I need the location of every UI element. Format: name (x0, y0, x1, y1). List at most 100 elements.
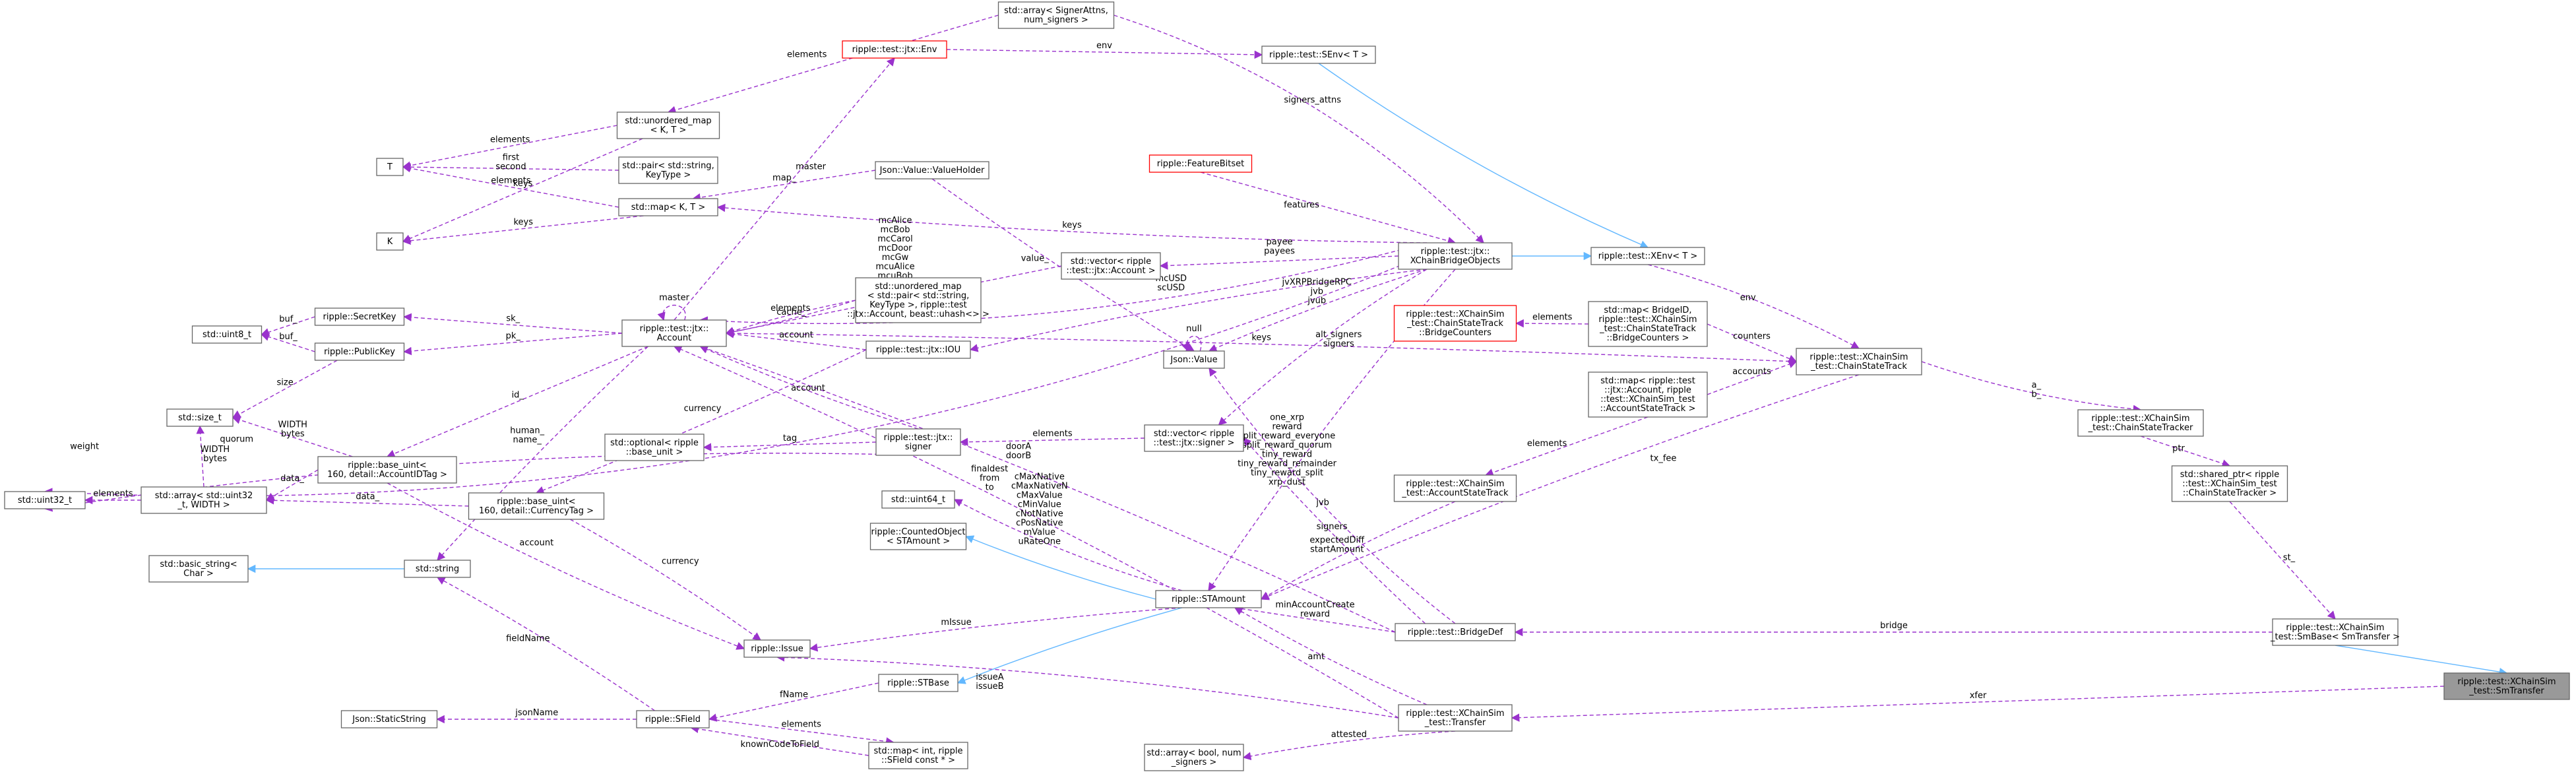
node-bridge-def[interactable]: ripple::test::BridgeDef (1395, 623, 1516, 641)
node-box (1393, 305, 1517, 342)
node-label: _test::AccountStateTrack (1401, 488, 1509, 498)
node-label: ::ChainStateTracker > (2183, 488, 2277, 498)
edge-label-keys-k1: keys (513, 179, 533, 189)
node-xchain-sim-transfer-struct[interactable]: ripple::test::XChainSim_test::Transfer (1398, 704, 1513, 732)
node-box (141, 486, 267, 514)
node-array-uint32[interactable]: std::array< std::uint32_t, WIDTH > (141, 486, 267, 514)
node-base-uint-account[interactable]: ripple::base_uint<160, detail::AccountID… (317, 456, 457, 484)
node-pair-string-keytype[interactable]: std::pair< std::string,KeyType > (618, 156, 718, 184)
node-label: std::vector< ripple (1154, 429, 1234, 439)
node-array-bool[interactable]: std::array< bool, num_signers > (1144, 744, 1244, 771)
usage-edge (692, 170, 876, 202)
edge-label-mcusd: scUSD (1157, 283, 1185, 293)
edge-label-finaldest: from (980, 474, 999, 484)
node-feature-bitset[interactable]: ripple::FeatureBitset (1148, 154, 1253, 173)
node-label: ripple::test::XChainSim (1598, 315, 1697, 325)
node-base-uint-currency[interactable]: ripple::base_uint<160, detail::CurrencyT… (468, 492, 605, 520)
inheritance-edge (957, 607, 1183, 684)
node-vector-account[interactable]: std::vector< ripple::test::jtx::Account … (1061, 252, 1161, 280)
usage-edge (725, 300, 856, 337)
edge-label-features: features (1284, 201, 1319, 210)
node-box (865, 340, 971, 359)
node-std-uint32[interactable]: std::uint32_t (4, 491, 86, 509)
node-jtx-env[interactable]: ripple::test::jtx::Env (842, 40, 947, 59)
node-bridge-counters[interactable]: ripple::test::XChainSim_test::ChainState… (1393, 305, 1517, 342)
usage-edge (1234, 607, 1428, 705)
node-label: signer (905, 442, 932, 452)
node-box (314, 307, 405, 326)
node-sfield[interactable]: ripple::SField (636, 710, 710, 728)
node-array-signer-attns[interactable]: std::array< SignerAttns,num_signers > (997, 1, 1115, 29)
edge-label-currency-iou: currency (684, 404, 722, 414)
edge-label-mcusd: mcUSD (1155, 274, 1187, 284)
node-xchain-bridge-objects[interactable]: ripple::test::jtx::XChainBridgeObjects (1398, 242, 1513, 270)
node-json-static-string[interactable]: Json::StaticString (340, 710, 438, 728)
node-t-param[interactable]: T (376, 158, 404, 176)
node-st-base[interactable]: ripple::STBase (878, 674, 958, 692)
node-xchain-sim-transfer[interactable]: ripple::test::XChainSim_test::SmTransfer (2443, 672, 2570, 700)
node-public-key[interactable]: ripple::PublicKey (314, 342, 405, 361)
edge-label-expected: expectedDiff (1309, 536, 1365, 546)
usage-edge (690, 725, 869, 756)
node-issue[interactable]: ripple::Issue (743, 639, 811, 658)
node-json-value[interactable]: Json::Value (1163, 350, 1225, 369)
node-unordered-map-pair[interactable]: std::unordered_map< std::pair< std::stri… (847, 277, 990, 323)
node-vector-signer[interactable]: std::vector< ripple::test::jtx::signer > (1144, 424, 1244, 452)
edge-label-buf1: buf_ (279, 315, 298, 325)
node-map-account-state-track[interactable]: std::map< ripple::test::jtx::Account, ri… (1588, 371, 1708, 418)
node-label: ripple::SecretKey (323, 312, 396, 322)
node-label: ::AccountStateTrack > (1600, 404, 1696, 414)
node-xchain-sim-smbase[interactable]: ripple::test::XChainSim_test::SmBase< Sm… (2270, 618, 2400, 646)
node-box (191, 325, 263, 344)
node-jtx-signer[interactable]: ripple::test::jtx::signer (875, 428, 961, 456)
node-optional-base-unit[interactable]: std::optional< ripple::base_unit > (604, 434, 705, 461)
node-label: ripple::test::XChainSim (2091, 414, 2189, 424)
node-senv[interactable]: ripple::test::SEnv< T > (1261, 46, 1376, 64)
node-unordered-map-kt[interactable]: std::unordered_map< K, T > (616, 112, 720, 139)
node-label: std::map< BridgeID, (1604, 306, 1691, 315)
node-jtx-account[interactable]: ripple::test::jtx::Account (621, 319, 727, 347)
node-basic-string[interactable]: std::basic_string<Char > (148, 555, 249, 583)
node-box (2077, 409, 2204, 437)
node-label: ripple::FeatureBitset (1157, 159, 1244, 169)
node-box (1588, 301, 1708, 347)
node-map-int-sfield[interactable]: std::map< int, ripple::SField const * > (868, 742, 968, 769)
node-label: std::array< std::uint32 (155, 491, 253, 501)
edge-label-minacct: minAccountCreate (1275, 600, 1354, 610)
node-map-kt[interactable]: std::map< K, T > (618, 198, 718, 216)
node-std-uint64[interactable]: std::uint64_t (881, 490, 955, 509)
node-label: < std::pair< std::string, (867, 291, 969, 301)
node-xenv[interactable]: ripple::test::XEnv< T > (1590, 247, 1705, 265)
node-std-uint8[interactable]: std::uint8_t (191, 325, 263, 344)
node-label: _test::ChainStateTrack (1406, 319, 1503, 329)
edge-label-amt: amt (1307, 652, 1325, 662)
node-counted-object[interactable]: ripple::CountedObject< STAmount > (869, 523, 967, 550)
node-st-amount[interactable]: ripple::STAmount (1155, 590, 1262, 608)
node-box (404, 560, 471, 578)
node-box (842, 40, 947, 59)
node-account-state-track[interactable]: ripple::test::XChainSim_test::AccountSta… (1393, 474, 1517, 502)
usage-edge (402, 215, 644, 245)
node-shared-ptr-tracker[interactable]: std::shared_ptr< ripple::test::XChainSim… (2171, 465, 2288, 502)
node-label: ripple::base_uint< (348, 461, 426, 470)
node-map-bridge-counters[interactable]: std::map< BridgeID,ripple::test::XChainS… (1588, 301, 1708, 347)
node-label: _test::SmTransfer (2468, 686, 2544, 696)
node-std-string[interactable]: std::string (404, 560, 471, 578)
edge-label-cmax: cNotNative (1016, 509, 1063, 519)
node-chain-state-track[interactable]: ripple::test::XChainSim_test::ChainState… (1796, 348, 1922, 375)
node-k-param[interactable]: K (376, 232, 404, 251)
node-box (1163, 350, 1225, 369)
node-secret-key[interactable]: ripple::SecretKey (314, 307, 405, 326)
edge-label-human: human_ (510, 426, 544, 435)
edge-label-attested: attested (1331, 730, 1367, 740)
node-label: ripple::SField (645, 715, 701, 725)
edge-label-width2: bytes (203, 454, 227, 464)
usage-edge (725, 265, 1062, 336)
node-std-size-t[interactable]: std::size_t (166, 408, 234, 427)
node-label: std::map< ripple::test (1600, 376, 1695, 386)
node-json-value-holder[interactable]: Json::Value::ValueHolder (875, 161, 990, 179)
usage-edge (667, 15, 999, 114)
node-jtx-iou[interactable]: ripple::test::jtx::IOU (865, 340, 971, 359)
node-chain-state-tracker[interactable]: ripple::test::XChainSim_test::ChainState… (2077, 409, 2204, 437)
edge-label-elements-signer: elements (1032, 429, 1073, 439)
